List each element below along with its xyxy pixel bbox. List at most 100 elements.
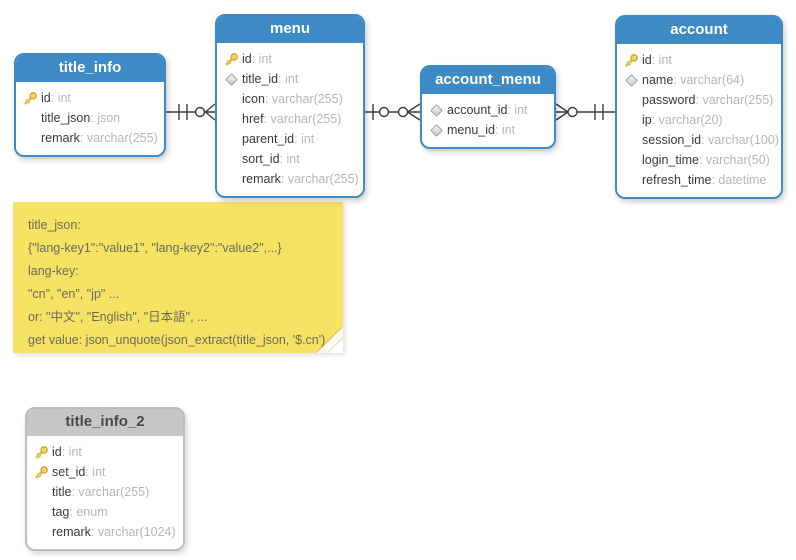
field-row[interactable]: href: varchar(255) — [224, 109, 356, 129]
field-name: title_json — [41, 111, 91, 125]
field-type: : varchar(20) — [651, 113, 723, 127]
field-row[interactable]: id: int — [224, 49, 356, 69]
entity-title[interactable]: title_info_2 — [27, 409, 183, 436]
diamond-icon — [624, 73, 642, 87]
field-name: refresh_time — [642, 173, 712, 187]
field-row[interactable]: title_json: json — [23, 108, 157, 128]
field-type: : varchar(50) — [698, 153, 770, 167]
field-name: remark — [242, 172, 281, 186]
diamond-icon — [224, 72, 242, 86]
connector-account_menu-account[interactable] — [555, 103, 615, 121]
field-name: parent_id — [242, 132, 295, 146]
note-text-line: get value: json_unquote(json_extract(tit… — [28, 333, 326, 347]
note-text-line: title_json: — [28, 218, 81, 232]
field-row[interactable]: menu_id: int — [429, 120, 547, 140]
field-type: : int — [279, 152, 300, 166]
entity-title[interactable]: account_menu — [422, 67, 554, 94]
field-name: id — [242, 52, 252, 66]
field-row[interactable]: refresh_time: datetime — [624, 170, 774, 190]
field-name: ip — [642, 113, 652, 127]
crow-foot — [205, 103, 216, 121]
field-type: : varchar(255) — [263, 112, 342, 126]
field-name: password — [642, 93, 696, 107]
field-type: : varchar(255) — [280, 172, 359, 186]
field-row[interactable]: id: int — [624, 50, 774, 70]
field-type: : enum — [69, 505, 108, 519]
field-name: id — [41, 91, 51, 105]
field-row[interactable]: password: varchar(255) — [624, 90, 774, 110]
field-row[interactable]: id: int — [34, 442, 176, 462]
field-name: set_id — [52, 465, 86, 479]
crow-foot — [555, 103, 569, 121]
field-row[interactable]: sort_id: int — [224, 149, 356, 169]
field-name: icon — [242, 92, 265, 106]
field-name: tag — [52, 505, 70, 519]
field-row[interactable]: session_id: varchar(100) — [624, 130, 779, 150]
field-type: : varchar(255) — [71, 485, 150, 499]
field-row[interactable]: title: varchar(255) — [34, 482, 176, 502]
entity-title[interactable]: account — [617, 17, 781, 44]
field-row[interactable]: account_id: int — [429, 100, 547, 120]
field-type: : int — [651, 53, 672, 67]
field-type: : varchar(255) — [264, 92, 343, 106]
field-name: remark — [41, 131, 80, 145]
field-name: title_id — [242, 72, 279, 86]
entity-title[interactable]: menu — [217, 16, 363, 43]
field-name: id — [52, 445, 62, 459]
field-type: : varchar(1024) — [90, 525, 176, 539]
cardinality-circle — [567, 106, 578, 118]
diamond-icon — [429, 123, 447, 137]
entity-title[interactable]: title_info — [16, 55, 164, 82]
field-type: : int — [278, 72, 299, 86]
field-row[interactable]: ip: varchar(20) — [624, 110, 774, 130]
connector-title_info-menu[interactable] — [166, 103, 216, 121]
field-type: : int — [294, 132, 315, 146]
cardinality-circle — [378, 106, 390, 118]
field-type: : json — [90, 111, 121, 125]
cardinality-circle — [194, 106, 206, 118]
note-text-line: lang-key: — [28, 264, 79, 278]
field-row[interactable]: tag: enum — [34, 502, 176, 522]
field-type: : int — [494, 123, 516, 137]
diamond-icon — [429, 103, 447, 117]
field-type: : varchar(255) — [79, 131, 158, 145]
field-row[interactable]: name: varchar(64) — [624, 70, 774, 90]
connector-menu-account_menu[interactable] — [365, 103, 421, 121]
field-row[interactable]: parent_id: int — [224, 129, 356, 149]
field-type: : int — [85, 465, 106, 479]
field-row[interactable]: remark: varchar(1024) — [34, 522, 176, 542]
field-row[interactable]: login_time: varchar(50) — [624, 150, 774, 170]
note-folded-corner-icon — [317, 327, 343, 353]
field-row[interactable]: remark: varchar(255) — [23, 128, 158, 148]
field-type: : datetime — [711, 173, 767, 187]
field-type: : int — [507, 103, 528, 117]
note-lines: title_json:{"lang-key1":"value1", "lang-… — [28, 216, 335, 350]
field-name: href — [242, 112, 264, 126]
key-icon — [224, 52, 242, 67]
field-type: : int — [61, 445, 82, 459]
field-type: : int — [50, 91, 71, 105]
key-icon — [34, 445, 52, 460]
field-row[interactable]: id: int — [23, 88, 157, 108]
field-name: title — [52, 485, 72, 499]
field-row[interactable]: set_id: int — [34, 462, 176, 482]
key-icon — [23, 91, 41, 106]
field-row[interactable]: remark: varchar(255) — [224, 169, 359, 189]
field-row[interactable]: icon: varchar(255) — [224, 89, 356, 109]
field-row[interactable]: title_id: int — [224, 69, 356, 89]
sticky-note[interactable]: title_json:{"lang-key1":"value1", "lang-… — [13, 202, 343, 353]
field-name: id — [642, 53, 652, 67]
key-icon — [624, 53, 642, 68]
key-icon — [34, 465, 52, 480]
crow-foot — [407, 103, 421, 121]
